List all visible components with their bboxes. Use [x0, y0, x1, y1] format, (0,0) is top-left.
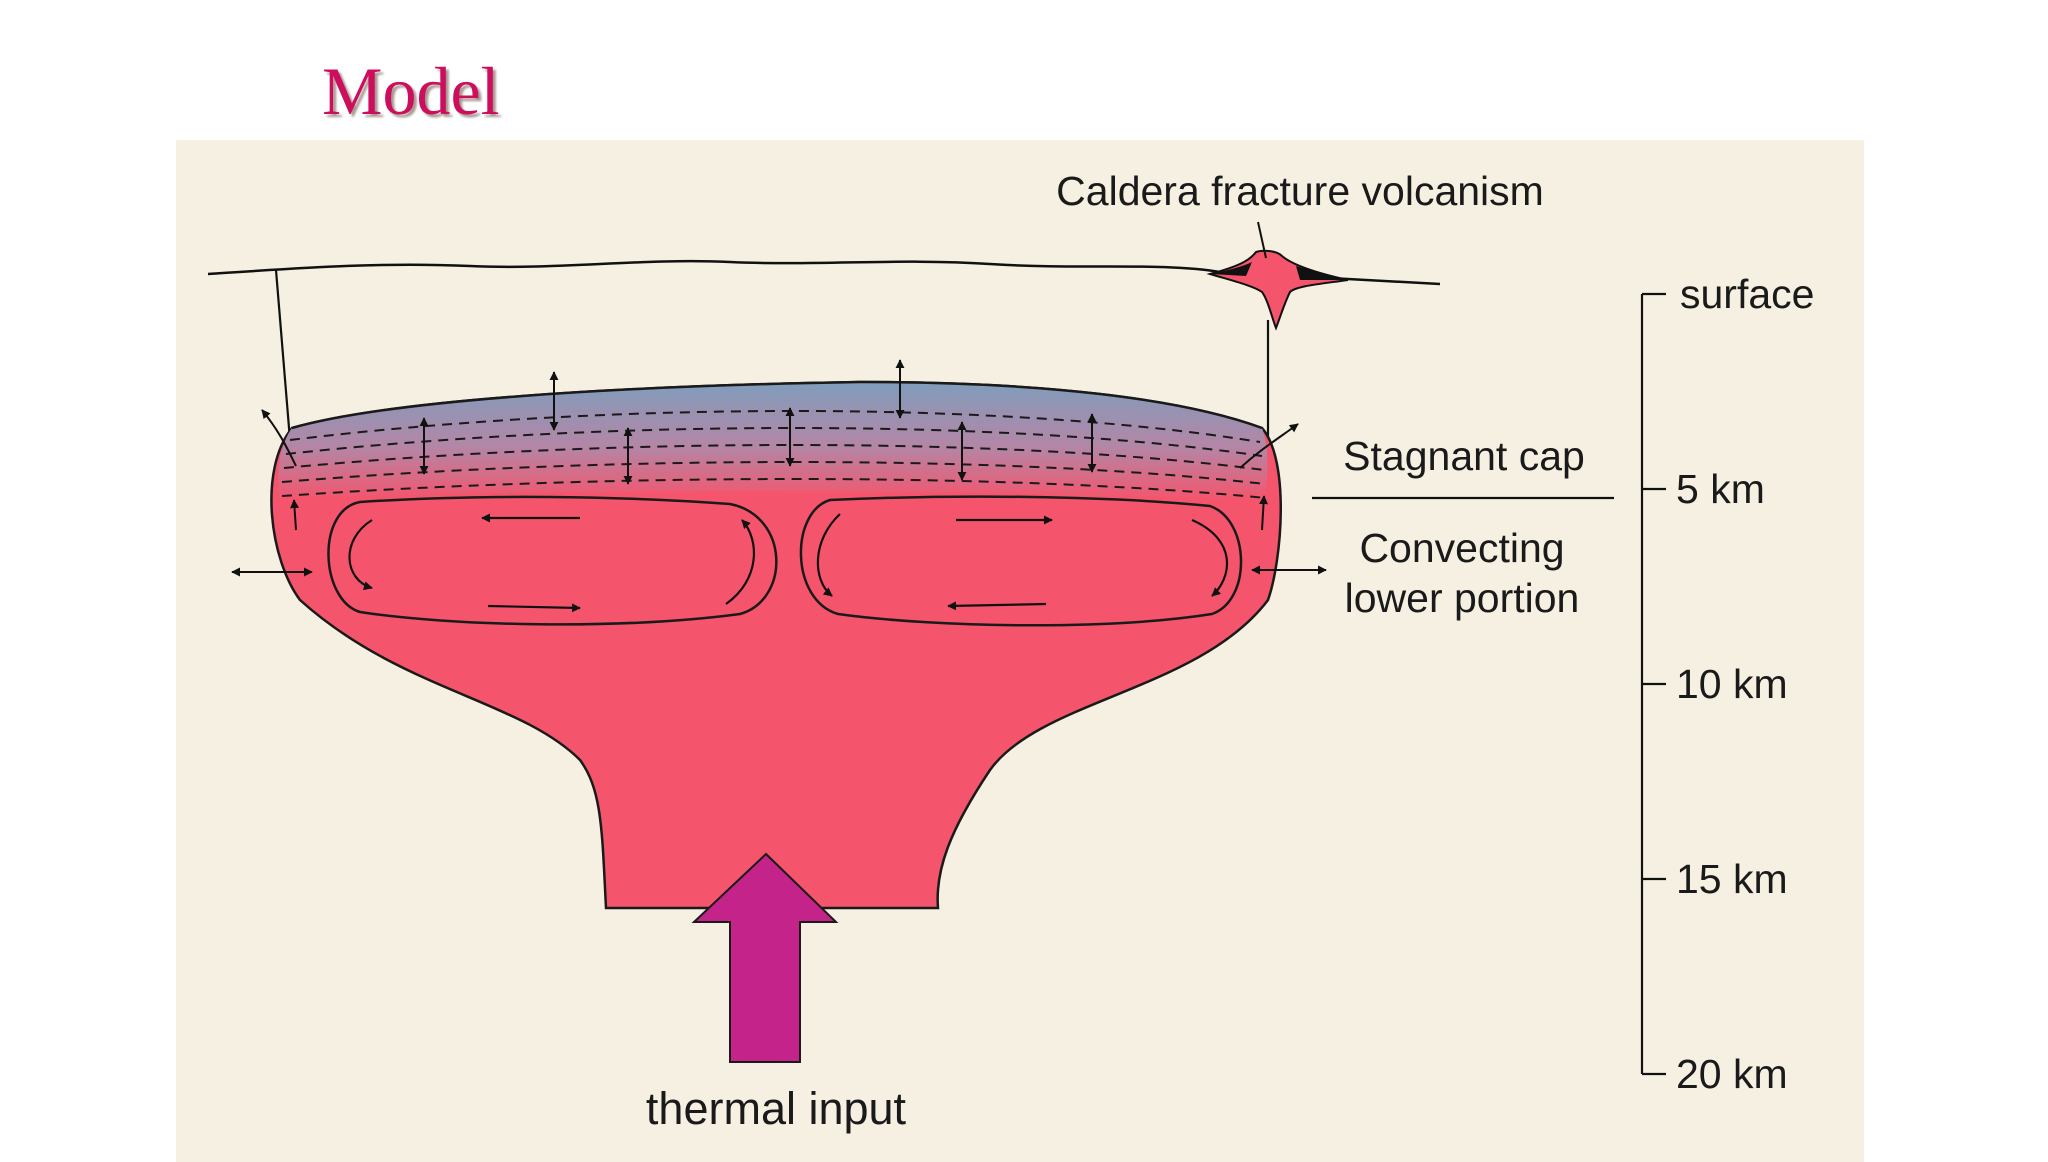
- thermal-input-label: thermal input: [646, 1083, 907, 1134]
- caldera-label: Caldera fracture volcanism: [1056, 168, 1544, 214]
- lower-portion-label: lower portion: [1345, 575, 1580, 621]
- side-arrows: [231, 565, 1327, 577]
- depth-tick-label: 5 km: [1676, 466, 1765, 512]
- depth-tick-label: 10 km: [1676, 661, 1788, 707]
- stagnant-cap-label: Stagnant cap: [1343, 433, 1585, 479]
- corner-arrows: [261, 409, 1299, 531]
- caldera-fracture-left: [274, 269, 292, 441]
- stagnant-cap-region: [278, 382, 1268, 500]
- depth-tick-label: 20 km: [1676, 1051, 1788, 1097]
- ground-surface-line: [207, 259, 1441, 286]
- caldera-vent: [1206, 249, 1349, 331]
- circulation-arrows: [348, 513, 1229, 613]
- cap-vertical-arrows: [419, 359, 1097, 485]
- slide-title: Model: [322, 53, 500, 129]
- convection-cell-left: [327, 495, 778, 626]
- convection-cell-right: [799, 495, 1243, 627]
- caldera-leader-line: [1257, 221, 1267, 259]
- depth-tick-label: surface: [1680, 271, 1814, 317]
- convecting-label: Convecting: [1359, 525, 1564, 571]
- depth-tick-label: 15 km: [1676, 856, 1788, 902]
- depth-scale: [1640, 292, 1666, 1076]
- thermal-input-arrow: [691, 852, 839, 1063]
